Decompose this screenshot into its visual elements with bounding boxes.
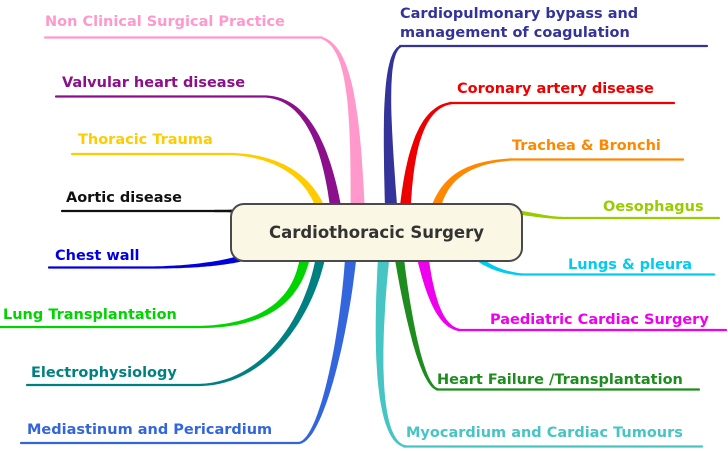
branch-curve-non-clinical-surgical-practice xyxy=(321,37,366,226)
topic-trachea-bronchi: Trachea & Bronchi xyxy=(512,138,661,154)
branch-curve-coronary-artery-disease xyxy=(398,101,453,226)
topic-cardiopulmonary-bypass: Cardiopulmonary bypass and management of… xyxy=(400,6,639,41)
topic-lungs-pleura: Lungs & pleura xyxy=(568,257,693,273)
topic-thoracic-trauma: Thoracic Trauma xyxy=(78,132,213,148)
central-topic-label: Cardiothoracic Surgery xyxy=(268,223,485,242)
branch-curve-myocardium-cardiac-tumours xyxy=(375,241,407,448)
branch-curve-mediastinum-and-pericardium xyxy=(298,241,358,445)
topic-heart-failure-transplantation: Heart Failure /Transplantation xyxy=(437,372,683,388)
topic-non-clinical-surgical-practice: Non Clinical Surgical Practice xyxy=(45,14,285,30)
branch-curve-electrophysiology xyxy=(199,241,328,387)
topic-paediatric-cardiac-surgery: Paediatric Cardiac Surgery xyxy=(490,312,709,328)
topic-mediastinum-and-pericardium: Mediastinum and Pericardium xyxy=(27,422,273,438)
topic-coronary-artery-disease: Coronary artery disease xyxy=(457,81,654,97)
branch-curve-heart-failure-transplantation xyxy=(392,241,439,391)
topic-oesophagus: Oesophagus xyxy=(603,199,704,215)
topic-chest-wall: Chest wall xyxy=(55,248,140,264)
branch-curve-cardiopulmonary-bypass xyxy=(383,45,402,226)
topic-aortic-disease: Aortic disease xyxy=(66,190,182,206)
branch-curve-paediatric-cardiac-surgery xyxy=(413,240,461,332)
branch-curve-oesophagus xyxy=(515,209,562,220)
topic-myocardium-cardiac-tumours: Myocardium and Cardiac Tumours xyxy=(406,425,683,441)
central-topic: Cardiothoracic Surgery xyxy=(230,203,523,262)
topic-lung-transplantation: Lung Transplantation xyxy=(3,307,177,323)
topic-valvular-heart-disease: Valvular heart disease xyxy=(62,75,246,91)
branch-curve-chest-wall xyxy=(154,254,243,269)
topic-electrophysiology: Electrophysiology xyxy=(31,365,177,381)
